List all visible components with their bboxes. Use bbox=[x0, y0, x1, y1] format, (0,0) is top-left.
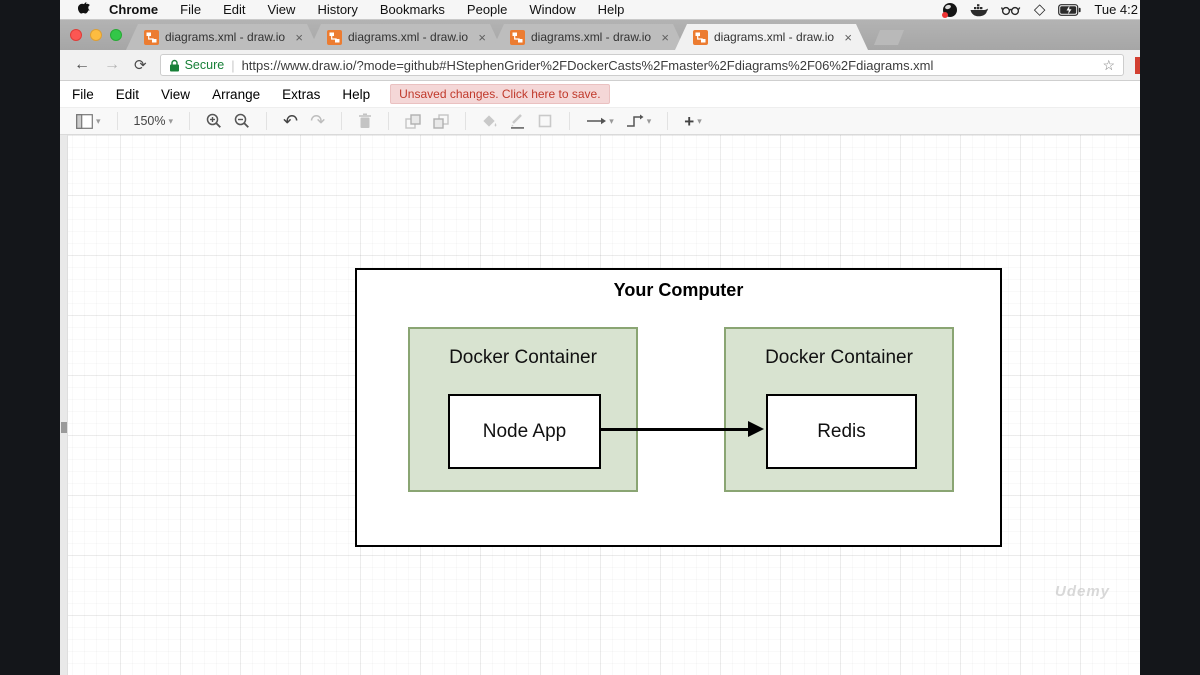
padlock-icon bbox=[169, 59, 180, 72]
node-app-box[interactable]: Node App bbox=[448, 394, 601, 469]
docker-container-box-right[interactable]: Docker Container Redis bbox=[724, 327, 954, 492]
docker-icon[interactable] bbox=[970, 3, 988, 17]
redo-button[interactable]: ↷ bbox=[310, 111, 326, 131]
to-front-button[interactable] bbox=[405, 113, 421, 129]
drawio-menu-view[interactable]: View bbox=[161, 86, 191, 102]
apple-icon[interactable] bbox=[78, 2, 91, 17]
docker-container-label: Docker Container bbox=[449, 347, 597, 368]
tab-title: diagrams.xml - draw.io bbox=[531, 30, 652, 44]
menu-edit[interactable]: Edit bbox=[223, 2, 246, 17]
zoom-in-button[interactable] bbox=[206, 113, 222, 129]
waypoint-style-button[interactable]: ▾ bbox=[626, 114, 652, 128]
caret-down-icon: ▾ bbox=[96, 115, 101, 126]
glasses-icon[interactable] bbox=[1000, 4, 1021, 16]
tab-close-icon[interactable]: × bbox=[844, 29, 852, 45]
menu-history[interactable]: History bbox=[317, 2, 358, 17]
docker-container-box-left[interactable]: Docker Container Node App bbox=[408, 327, 638, 492]
caret-down-icon: ▾ bbox=[168, 115, 174, 126]
bookmark-star-icon[interactable]: ☆ bbox=[1102, 56, 1115, 73]
shadow-button[interactable] bbox=[538, 114, 553, 129]
back-button[interactable]: ← bbox=[74, 56, 90, 73]
security-label: Secure bbox=[184, 58, 225, 72]
drawio-favicon bbox=[144, 30, 159, 45]
drawio-menu-file[interactable]: File bbox=[72, 86, 94, 102]
extension-icon[interactable] bbox=[1135, 57, 1140, 74]
tab-title: diagrams.xml - draw.io bbox=[348, 30, 469, 44]
node-to-redis-arrow[interactable] bbox=[599, 428, 749, 431]
close-window-button[interactable] bbox=[70, 29, 82, 41]
delete-button[interactable] bbox=[358, 113, 372, 129]
chrome-tabbar: diagrams.xml - draw.io × diagrams.xml - … bbox=[60, 20, 1140, 50]
drawio-menu-help[interactable]: Help bbox=[342, 86, 371, 102]
canvas-left-scrollbar[interactable] bbox=[60, 135, 68, 675]
reload-button[interactable]: ⟳ bbox=[134, 56, 147, 74]
minimize-window-button[interactable] bbox=[90, 29, 102, 41]
drawio-favicon bbox=[693, 30, 708, 45]
drawio-menu-extras[interactable]: Extras bbox=[282, 86, 321, 102]
url-divider: | bbox=[231, 57, 235, 73]
fullscreen-window-button[interactable] bbox=[110, 29, 122, 41]
arrowhead-icon bbox=[748, 421, 764, 437]
url-field[interactable]: Secure | https://www.draw.io/?mode=githu… bbox=[159, 54, 1124, 76]
connection-style-button[interactable]: ▾ bbox=[586, 116, 614, 127]
tab-title: diagrams.xml - draw.io bbox=[165, 30, 286, 44]
zoom-level-dropdown[interactable]: 150% ▾ bbox=[133, 114, 174, 128]
drawio-menu-arrange[interactable]: Arrange bbox=[212, 86, 261, 102]
menu-view[interactable]: View bbox=[267, 2, 296, 17]
caret-down-icon: ▾ bbox=[697, 115, 702, 126]
insert-button[interactable]: + ▾ bbox=[684, 111, 702, 131]
battery-icon[interactable] bbox=[1058, 3, 1081, 16]
tab-2[interactable]: diagrams.xml - draw.io × bbox=[309, 24, 502, 50]
scrollbar-handle[interactable] bbox=[61, 422, 67, 433]
tab-3[interactable]: diagrams.xml - draw.io × bbox=[492, 24, 685, 50]
zoom-out-button[interactable] bbox=[234, 113, 250, 129]
caret-down-icon: ▾ bbox=[646, 115, 652, 126]
drawio-menubar: File Edit View Arrange Extras Help Unsav… bbox=[60, 81, 1140, 108]
menu-help[interactable]: Help bbox=[597, 2, 625, 17]
active-app-name[interactable]: Chrome bbox=[109, 2, 159, 17]
tab-close-icon[interactable]: × bbox=[661, 29, 669, 45]
menubar-clock[interactable]: Tue 4:2 bbox=[1094, 2, 1138, 17]
undo-button[interactable]: ↶ bbox=[283, 111, 299, 131]
menu-people[interactable]: People bbox=[466, 2, 508, 17]
menu-window[interactable]: Window bbox=[529, 2, 576, 17]
docker-container-label: Docker Container bbox=[765, 347, 913, 368]
to-back-button[interactable] bbox=[433, 113, 449, 129]
diamond-icon[interactable]: ◇ bbox=[1033, 1, 1046, 18]
url-text[interactable]: https://www.draw.io/?mode=github#HStephe… bbox=[241, 57, 934, 73]
diagram-canvas[interactable]: Your Computer Docker Container Node App … bbox=[60, 135, 1140, 675]
your-computer-box[interactable]: Your Computer Docker Container Node App … bbox=[355, 268, 1002, 547]
new-tab-button[interactable] bbox=[874, 30, 904, 45]
view-panels-button[interactable]: ▾ bbox=[76, 113, 101, 129]
redis-box[interactable]: Redis bbox=[766, 394, 917, 469]
fill-color-button[interactable] bbox=[482, 114, 498, 129]
drawio-favicon bbox=[327, 30, 342, 45]
macos-menubar: Chrome File Edit View History Bookmarks … bbox=[60, 0, 1140, 20]
your-computer-label: Your Computer bbox=[613, 280, 744, 300]
tab-title: diagrams.xml - draw.io bbox=[714, 30, 835, 44]
menu-file[interactable]: File bbox=[180, 2, 202, 17]
forward-button[interactable]: → bbox=[104, 56, 120, 73]
tab-close-icon[interactable]: × bbox=[478, 29, 486, 45]
drawio-menu-edit[interactable]: Edit bbox=[115, 86, 140, 102]
drawio-favicon bbox=[510, 30, 525, 45]
screen: Chrome File Edit View History Bookmarks … bbox=[60, 0, 1140, 675]
caret-down-icon: ▾ bbox=[609, 115, 614, 126]
tab-close-icon[interactable]: × bbox=[295, 29, 303, 45]
tab-4-active[interactable]: diagrams.xml - draw.io × bbox=[675, 24, 868, 50]
unsaved-changes-banner[interactable]: Unsaved changes. Click here to save. bbox=[390, 84, 610, 104]
line-color-button[interactable] bbox=[510, 113, 526, 129]
udemy-watermark: Udemy bbox=[1055, 583, 1111, 600]
obs-icon[interactable] bbox=[941, 2, 957, 18]
menu-bookmarks[interactable]: Bookmarks bbox=[379, 2, 445, 17]
drawio-toolbar: ▾ 150% ▾ ↶ ↷ bbox=[60, 108, 1140, 135]
address-bar: ← → ⟳ Secure | https://www.draw.io/?mode… bbox=[60, 50, 1140, 81]
tab-1[interactable]: diagrams.xml - draw.io × bbox=[126, 24, 319, 50]
